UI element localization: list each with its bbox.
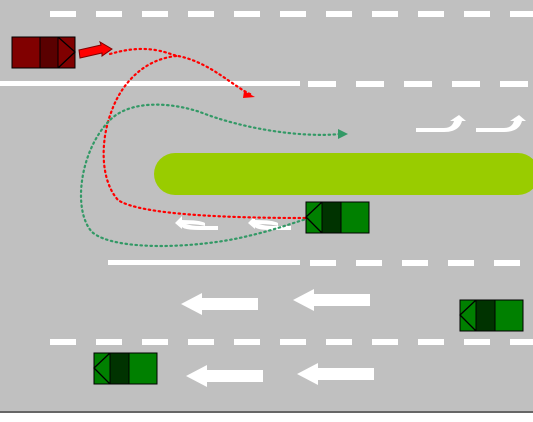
green-truck-icon xyxy=(93,352,158,385)
red-vehicle-path xyxy=(102,47,307,220)
median-island xyxy=(154,153,533,195)
lane-line-dashed-bottom xyxy=(50,339,533,345)
right-arrow-icon xyxy=(78,40,113,59)
u-turn-arrow-icon xyxy=(248,216,291,230)
lane-line-dashed-lower xyxy=(310,260,520,266)
lane-line-dashed-upper xyxy=(308,81,528,87)
left-arrow-icon xyxy=(186,365,263,387)
turn-arrow-icon xyxy=(416,115,466,132)
bottom-edge xyxy=(0,411,533,413)
red-path-arrowhead xyxy=(243,91,255,98)
lane-line-solid-lower xyxy=(108,260,300,265)
u-turn-arrow-icon xyxy=(175,216,218,230)
road-surface xyxy=(0,0,533,412)
left-arrow-icon xyxy=(181,293,258,315)
lane-line-solid-upper xyxy=(0,81,300,86)
left-arrow-icon xyxy=(297,363,374,385)
lane-line-top-dashed xyxy=(50,11,533,17)
left-arrow-icon xyxy=(293,289,370,311)
red-truck-icon xyxy=(11,36,76,69)
green-path-arrowhead xyxy=(338,129,348,139)
green-vehicle-path xyxy=(80,103,342,248)
green-truck-icon xyxy=(459,299,524,332)
turn-arrow-icon xyxy=(476,115,526,132)
green-truck-icon xyxy=(305,201,370,234)
